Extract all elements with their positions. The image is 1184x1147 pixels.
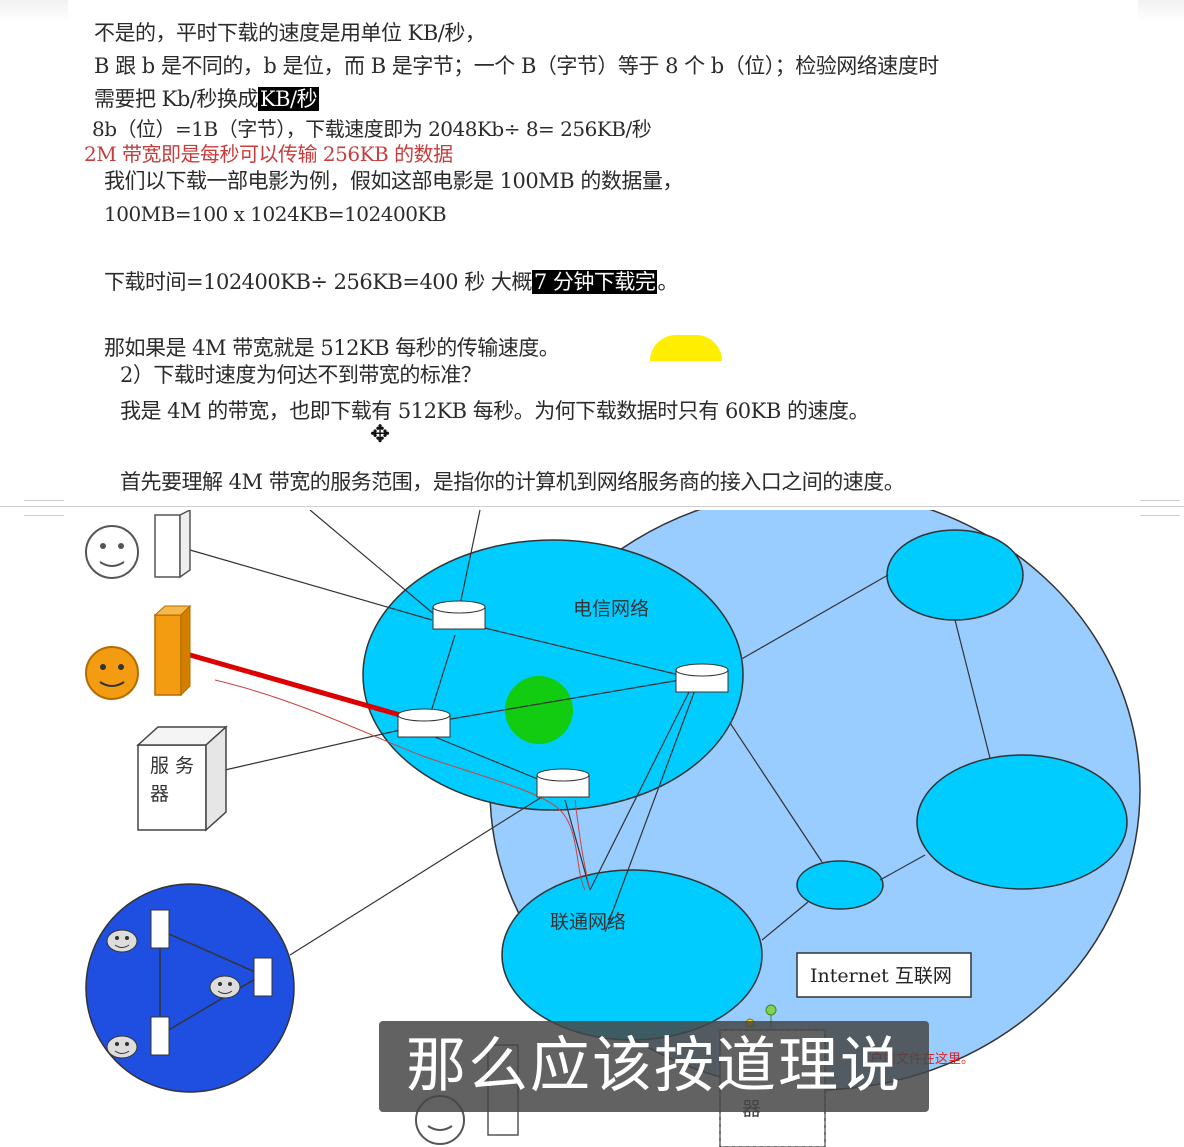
- text-line-8-end: 。: [657, 270, 678, 294]
- text-line-7: 100MB=100 x 1024KB=102400KB: [104, 202, 447, 226]
- video-subtitle: 那么应该按道理说: [379, 1021, 929, 1112]
- text-line-12: 首先要理解 4M 带宽的服务范围，是指你的计算机到网络服务商的接入口之间的速度。: [120, 470, 905, 494]
- unicom-label: 联通网络: [550, 911, 626, 933]
- text-line-2: B 跟 b 是不同的，b 是位，而 B 是字节；一个 B（字节）等于 8 个 b…: [94, 54, 939, 78]
- router-bottom: [536, 768, 590, 798]
- lan-smiley-1: [106, 929, 138, 953]
- move-cursor-icon: ✥: [370, 420, 391, 448]
- text-line-6: 我们以下载一部电影为例，假如这部电影是 100MB 的数据量，: [104, 169, 683, 193]
- internet-node-small: [796, 860, 884, 910]
- text-line-9: 那如果是 4M 带宽就是 512KB 每秒的传输速度。: [104, 336, 560, 360]
- text-line-3: 需要把 Kb/秒换成KB/秒: [94, 86, 320, 112]
- server-label-line-2: 器: [150, 783, 169, 805]
- router-top: [432, 600, 486, 630]
- red-link: [189, 652, 401, 718]
- document-page: 不是的，平时下载的速度是用单位 KB/秒， B 跟 b 是不同的，b 是位，而 …: [68, 0, 1138, 505]
- lan-smiley-2: [209, 975, 241, 999]
- text-line-1: 不是的，平时下载的速度是用单位 KB/秒，: [94, 21, 486, 45]
- network-diagram: 电信网络 联通网络 Internet 互联网 服 务 器: [85, 510, 1141, 1147]
- internet-node-right: [916, 754, 1128, 890]
- text-line-3-start: 需要把 Kb/秒换成: [94, 87, 258, 111]
- highlight-kb-per-sec: KB/秒: [257, 87, 320, 111]
- lan-circle: [85, 883, 295, 1093]
- green-node: [505, 676, 573, 744]
- text-line-4: 8b（位）=1B（字节），下载速度即为 2048Kb÷ 8= 256KB/秒: [92, 117, 652, 141]
- left-margin-mark: [24, 500, 64, 516]
- server-box: 服 务 器: [136, 725, 228, 832]
- internet-label: Internet 互联网: [810, 965, 952, 987]
- internet-node-top: [886, 529, 1024, 621]
- telecom-label: 电信网络: [573, 598, 649, 620]
- text-line-10: 2）下载时速度为何达不到带宽的标准？: [120, 363, 482, 387]
- text-line-8: 下载时间=102400KB÷ 256KB=400 秒 大概7 分钟下载完。: [104, 269, 678, 295]
- right-margin-mark: [1140, 500, 1180, 516]
- page-separator: [0, 506, 1184, 507]
- server-label-line-1: 服 务: [150, 755, 194, 777]
- router-left: [397, 708, 451, 738]
- text-line-11: 我是 4M 的带宽，也即下载有 512KB 每秒。为何下载数据时只有 60KB …: [120, 399, 869, 423]
- pc-tower-orange: [153, 604, 192, 697]
- yellow-sun-shape: [650, 335, 722, 361]
- router-right: [675, 663, 729, 693]
- smiley-user-orange: [85, 646, 139, 700]
- unicom-network: [501, 869, 763, 1041]
- lan-smiley-3: [106, 1035, 138, 1059]
- text-line-8-start: 下载时间=102400KB÷ 256KB=400 秒 大概: [104, 270, 532, 294]
- smiley-user-top: [85, 525, 139, 579]
- highlight-seven-minutes: 7 分钟下载完: [531, 270, 658, 294]
- internet-label-box: [796, 952, 972, 998]
- text-line-5-red: 2M 带宽即是每秒可以传输 256KB 的数据: [84, 142, 453, 166]
- pc-tower-top: [154, 510, 191, 579]
